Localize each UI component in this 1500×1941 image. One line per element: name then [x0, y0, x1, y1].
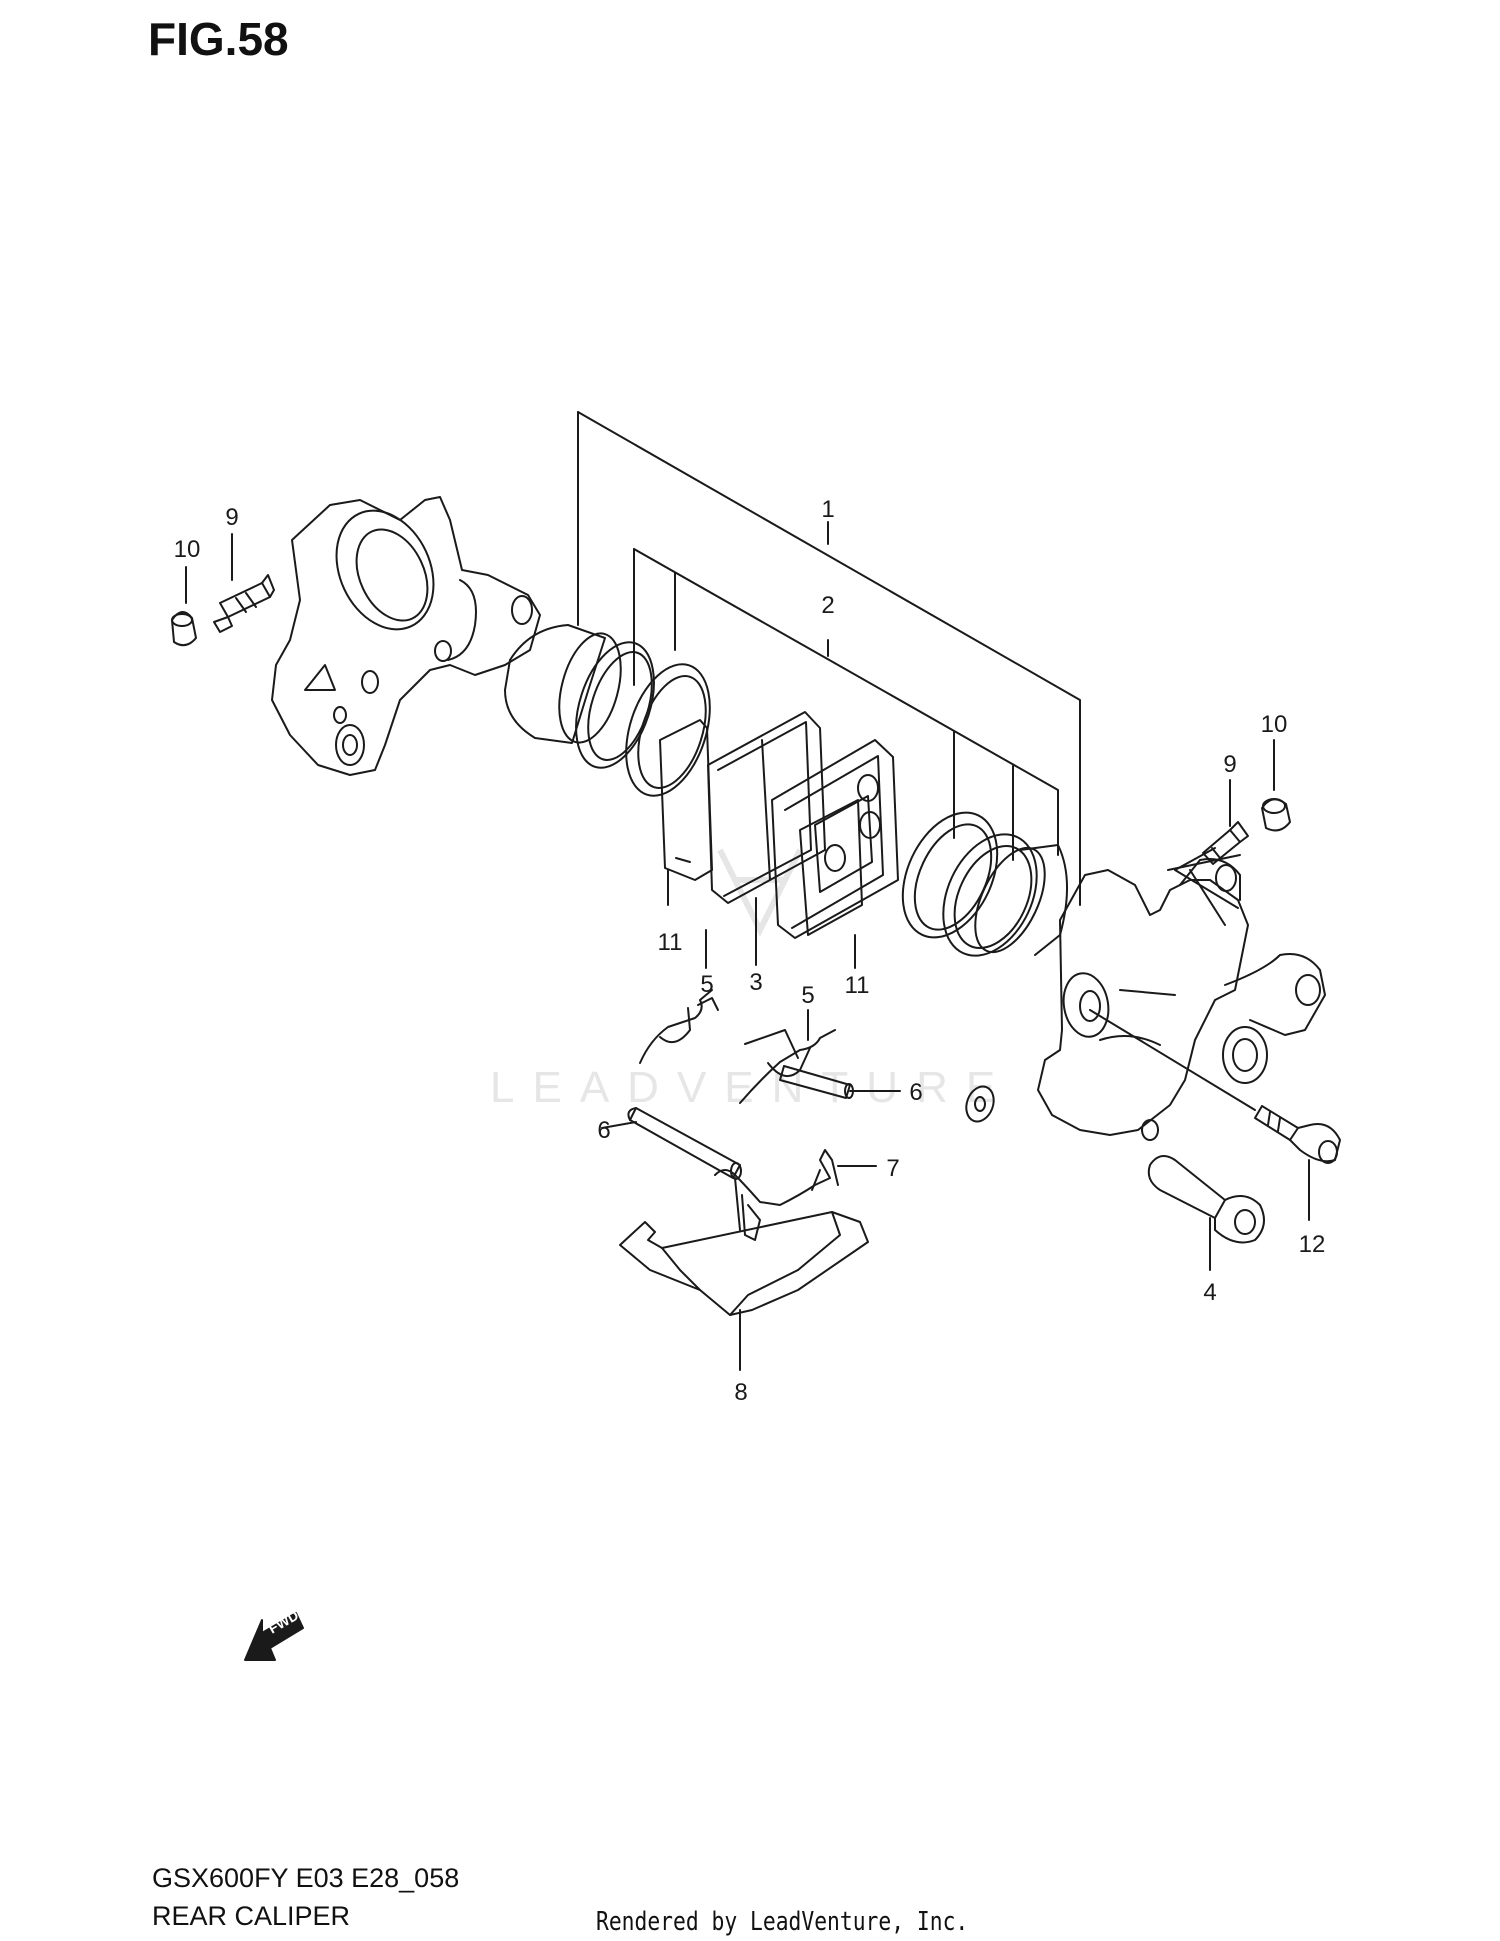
- right-caliper-body: [1037, 858, 1326, 1141]
- callout-5-upper: 5: [700, 971, 713, 998]
- dust-seal-right: [901, 811, 999, 939]
- piston-left: [504, 624, 622, 744]
- callout-11-right: 11: [845, 972, 870, 999]
- spring-clip: [714, 1149, 839, 1241]
- section-name: REAR CALIPER: [152, 1901, 351, 1931]
- pad-cover: [619, 1211, 869, 1316]
- callout-6-left: 6: [597, 1117, 610, 1144]
- group-bracket-1: [577, 411, 1081, 906]
- callout-9-left: 9: [225, 504, 238, 531]
- brake-pad-rear: [771, 739, 899, 939]
- model-code: GSX600FY E03 E28_058: [152, 1863, 460, 1893]
- piston-seal-right: [942, 833, 1038, 957]
- brake-pad-front: [707, 711, 826, 904]
- left-caliper-body: [271, 496, 541, 776]
- callout-5-lower: 5: [801, 982, 814, 1009]
- leader-caliper-bolt: [1089, 847, 1256, 1111]
- callout-2: 2: [821, 592, 834, 619]
- callout-7: 7: [886, 1155, 899, 1182]
- pad-spring-upper: [639, 989, 719, 1064]
- washer: [965, 1085, 995, 1123]
- cap-right: [1261, 798, 1291, 832]
- callout-12: 12: [1299, 1231, 1326, 1258]
- pad-pin-lower: [627, 1107, 742, 1180]
- callout-10-right: 10: [1261, 711, 1288, 738]
- callout-1: 1: [821, 496, 834, 523]
- pad-shim-right: [799, 799, 863, 936]
- bleeder-valve-right: [1202, 821, 1249, 865]
- cap-left: [171, 611, 197, 647]
- figure-title: FIG.58: [148, 13, 289, 65]
- callout-9-right: 9: [1223, 751, 1236, 778]
- callout-3: 3: [749, 969, 762, 996]
- bleeder-valve-left: [213, 574, 275, 633]
- bolt-4: [1147, 1155, 1265, 1244]
- leader-lines: [185, 533, 1310, 1371]
- dust-seal-left: [625, 663, 711, 797]
- callout-10-left: 10: [174, 536, 201, 563]
- bolt-12: [1254, 1105, 1341, 1164]
- callout-6-right: 6: [909, 1079, 922, 1106]
- fwd-arrow-icon: [244, 1612, 304, 1661]
- watermark-text: LEADVENTURE: [490, 1063, 1013, 1112]
- callout-8: 8: [734, 1379, 747, 1406]
- callout-11-left: 11: [658, 929, 683, 956]
- rendered-by-credit: Rendered by LeadVenture, Inc.: [596, 1907, 969, 1937]
- callout-4: 4: [1203, 1279, 1216, 1306]
